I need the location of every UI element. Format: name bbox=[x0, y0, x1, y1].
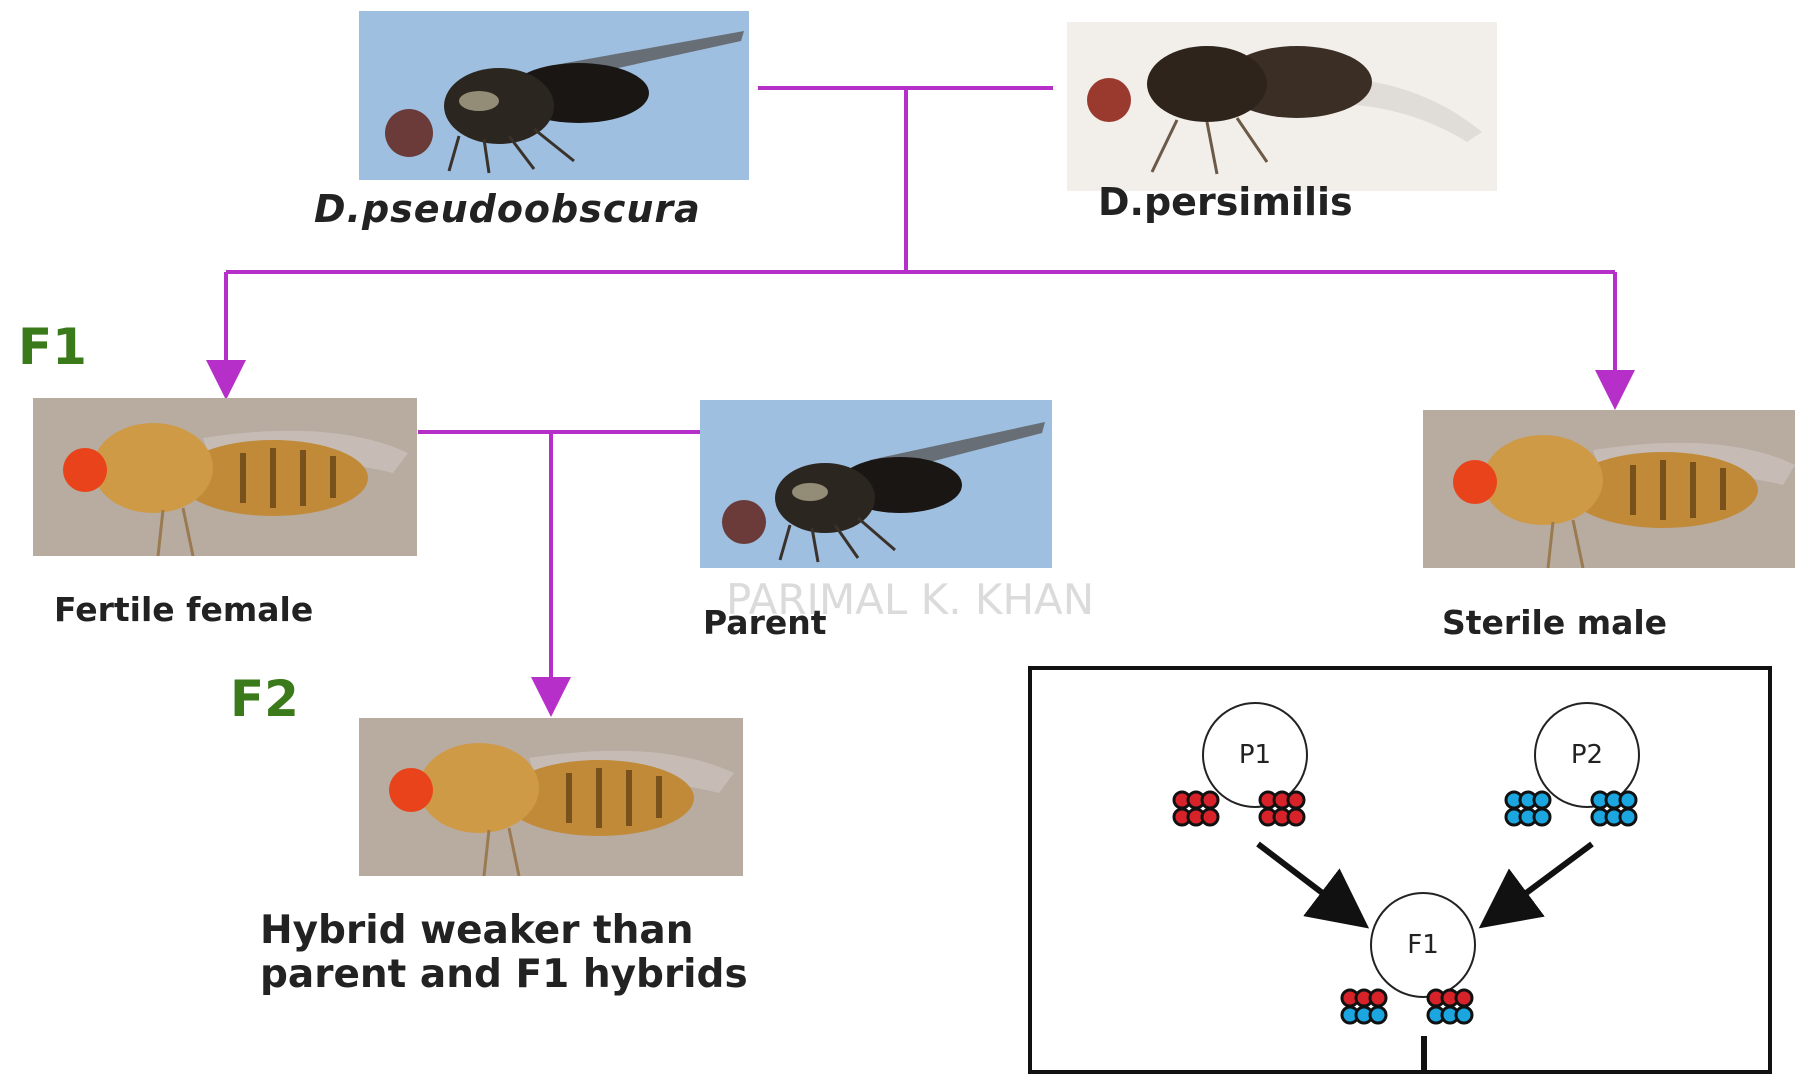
f2-caption-line2: parent and F1 hybrids bbox=[260, 952, 748, 997]
fertile-female-label: Fertile female bbox=[54, 590, 313, 629]
f2-caption-line1: Hybrid weaker than bbox=[260, 908, 694, 953]
sterile-male-photo bbox=[1423, 410, 1795, 568]
f1-generation-label: F1 bbox=[18, 318, 87, 376]
backcross-parent-photo bbox=[700, 400, 1052, 568]
species-b-label: D.persimilis bbox=[1098, 180, 1353, 224]
fertile-female-photo bbox=[33, 398, 417, 556]
p2-to-f1-arrow bbox=[1498, 844, 1592, 914]
persimilis-photo bbox=[1067, 22, 1497, 191]
chromosome-inset: P1 P2 F1 bbox=[1028, 666, 1772, 1074]
p1-to-f1-arrow bbox=[1258, 844, 1350, 914]
watermark-text: PARIMAL K. KHAN bbox=[726, 575, 1094, 624]
f2-generation-label: F2 bbox=[230, 670, 299, 728]
sterile-male-label: Sterile male bbox=[1442, 603, 1667, 642]
species-a-label: D.pseudoobscura bbox=[314, 187, 701, 231]
p2-chromosomes bbox=[1506, 792, 1636, 825]
f1-chromosomes bbox=[1342, 990, 1472, 1023]
f2-hybrid-photo bbox=[359, 718, 743, 876]
pseudoobscura-photo bbox=[359, 11, 749, 180]
p1-chromosomes bbox=[1174, 792, 1304, 825]
chromosome-inset-graphics bbox=[1032, 670, 1768, 1070]
